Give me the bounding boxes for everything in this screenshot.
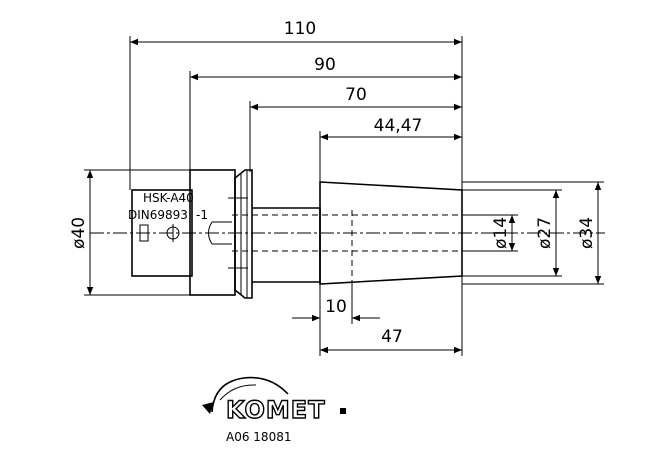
dimension-dia34: ø34: [462, 181, 604, 285]
dimension-dia40: ø40: [69, 169, 190, 296]
dimension-44-47: 44,47: [319, 116, 462, 208]
dimension-90-label: 90: [314, 55, 336, 75]
dimension-10-label: 10: [325, 297, 347, 317]
neck: [252, 207, 321, 283]
dimension-dia27-label: ø27: [535, 217, 555, 249]
dimension-dia27: ø27: [462, 189, 562, 277]
dimension-47-label: 47: [381, 327, 403, 347]
dimension-dia40-label: ø40: [69, 217, 89, 249]
dimension-110-label: 110: [284, 19, 316, 39]
dimension-70: 70: [249, 85, 462, 172]
dimension-dia34-label: ø34: [577, 217, 597, 249]
din-suffix-label: -1: [196, 208, 208, 222]
dimension-110: 110: [129, 19, 462, 190]
dimension-dia14: ø14: [462, 214, 518, 252]
collar: [234, 169, 253, 299]
dimension-10: 10: [292, 282, 380, 356]
hsk-label: HSK-A40: [143, 191, 194, 205]
dimension-47: 47: [320, 327, 462, 354]
komet-logo-text: KOMET: [226, 396, 326, 424]
dimension-70-label: 70: [345, 85, 367, 105]
tool-holder-outline: [131, 169, 463, 299]
dimension-44-47-label: 44,47: [374, 116, 423, 136]
din-label: DIN69893: [128, 208, 188, 222]
part-number: A06 18081: [226, 430, 291, 444]
komet-logo: KOMET: [202, 376, 346, 425]
dimension-dia14-label: ø14: [491, 217, 511, 249]
dimension-90: 90: [189, 55, 462, 170]
hsk-shank: [131, 189, 193, 277]
